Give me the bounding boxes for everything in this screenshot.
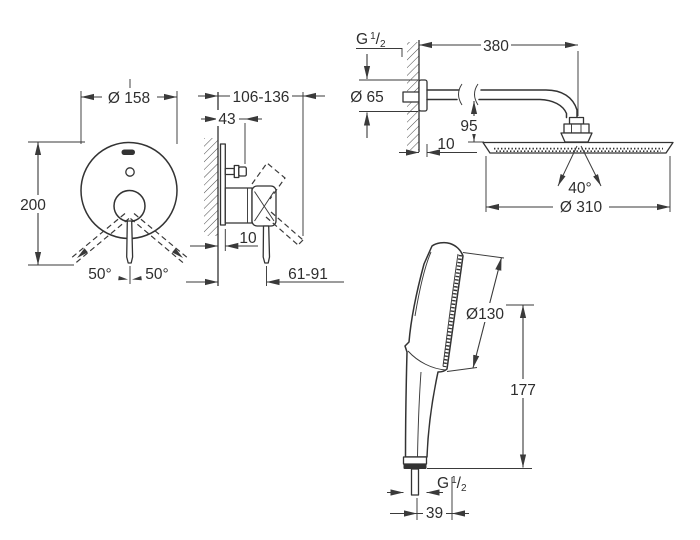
extension-line — [446, 367, 478, 372]
pipe-break-mark — [474, 83, 479, 106]
valve-body — [224, 187, 253, 224]
dim-spray-angle-label: 40° — [568, 180, 591, 197]
dim-plate-diameter-label: Ø 158 — [108, 90, 150, 107]
lever-alt-position-dashed — [265, 216, 299, 246]
mixer-front-view: Ø 158 200 50° 50° — [13, 79, 190, 284]
stop-screw-cap — [238, 166, 247, 177]
knob-facet-line — [254, 191, 275, 222]
dim-lever-range-label: 61-91 — [288, 266, 328, 283]
mixer-lever-side — [262, 225, 271, 264]
lever-swing-right-dashed — [133, 213, 190, 260]
dim-arm-length-label: 380 — [483, 38, 509, 55]
knob-alt-position-dashed — [251, 162, 286, 200]
stop-screw-flange — [233, 164, 240, 179]
dim-face-diameter-label: Ø130 — [466, 306, 504, 323]
lever-base-circle — [113, 189, 146, 223]
ball-joint-nut — [563, 123, 590, 134]
stop-screw-stem — [224, 167, 235, 176]
dim-drop-height-label: 95 — [460, 118, 477, 135]
dim-head-diameter-label: Ø 310 — [560, 199, 603, 216]
shower-arm — [478, 98, 568, 119]
dim-hose-offset-label: 39 — [426, 505, 443, 522]
lever-swing-right-dashed — [130, 218, 185, 264]
supply-stub — [402, 91, 420, 103]
dim-screw-depth-label: 43 — [218, 111, 235, 128]
dim-height-label: 200 — [20, 197, 46, 214]
mixer-lever — [126, 220, 134, 264]
collar-ring — [403, 463, 427, 469]
handle-collar — [402, 456, 428, 465]
inlet-stem — [410, 468, 420, 496]
head-handle-joint-line — [407, 350, 447, 371]
escutcheon-plate — [219, 143, 226, 226]
lever-swing-left-dashed — [74, 218, 130, 264]
ball-joint-collar — [560, 132, 593, 143]
arm-flange — [418, 79, 428, 112]
dim-plate-offset-label: 10 — [239, 230, 257, 247]
angle-arrow — [131, 276, 142, 282]
diverter-button — [125, 167, 135, 177]
dim-wall-offset-label: 10 — [437, 136, 455, 153]
dim-swing-left-label: 50° — [88, 266, 111, 283]
lever-alt-position-dashed — [297, 239, 304, 246]
ball-joint-stub — [568, 116, 585, 125]
extension-line — [462, 252, 505, 259]
hand-shower-body — [404, 241, 464, 458]
leader-line — [356, 48, 403, 57]
wall-hatching — [204, 138, 218, 236]
mixer-side-view: 106-136 43 10 61-91 — [186, 87, 344, 286]
dim-swing-right-label: 50° — [145, 266, 168, 283]
angle-arrow — [555, 173, 566, 188]
handle-contour-line — [417, 371, 422, 458]
dim-depth-range-label: 106-136 — [233, 89, 290, 106]
body-contour-line — [414, 251, 432, 317]
diverter-slot — [121, 149, 135, 155]
angle-arrow — [118, 276, 129, 282]
dim-length-label: 177 — [510, 382, 536, 399]
dim-flange-diameter-label: Ø 65 — [350, 89, 384, 106]
pipe-break-mark — [458, 83, 463, 106]
lever-swing-left-dashed — [69, 213, 126, 260]
face-inner-line — [442, 253, 459, 367]
angle-arrow — [593, 174, 604, 188]
lever-alt-position-dashed — [270, 211, 304, 241]
shower-arm — [480, 89, 578, 119]
